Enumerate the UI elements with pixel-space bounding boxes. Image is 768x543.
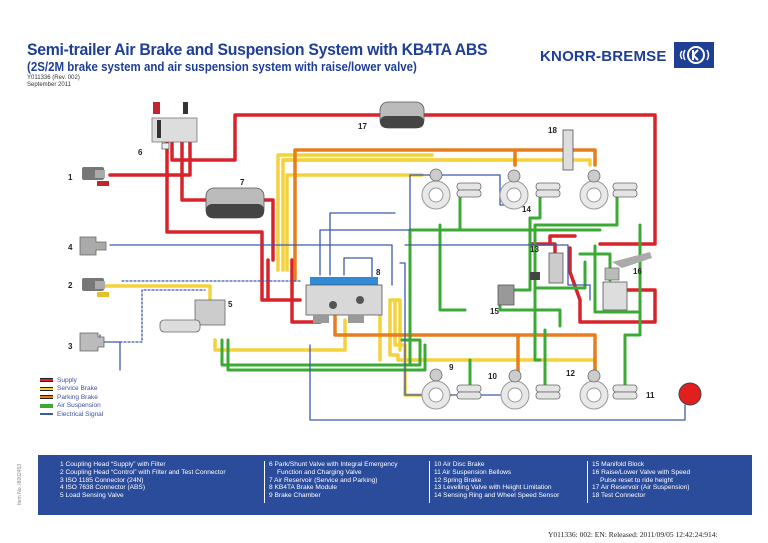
legend-supply: Supply	[40, 376, 103, 385]
callout-12: 12	[566, 369, 575, 378]
component-item: 8 KB4TA Brake Module	[269, 484, 338, 492]
legend-air-suspension: Air Suspension	[40, 402, 103, 411]
callout-10: 10	[488, 372, 497, 381]
component-item: 9 Brake Chamber	[269, 492, 321, 500]
callout-11: 11	[646, 391, 655, 400]
parking-brake-swatch	[40, 395, 53, 400]
air-reservoir-suspension-icon	[379, 101, 425, 129]
coupling-head-supply-icon	[82, 167, 109, 186]
air-suspension-swatch	[40, 403, 53, 408]
component-item: 13 Levelling Valve with Height Limitatio…	[434, 484, 552, 492]
coupling-head-control-icon	[82, 278, 109, 297]
warning-lamp-icon	[678, 382, 702, 406]
component-column-1: 1 Coupling Head “Supply” with Filter 2 C…	[60, 461, 226, 500]
kb4ta-brake-module-icon	[305, 277, 383, 323]
component-item: 1 Coupling Head “Supply” with Filter	[60, 461, 166, 468]
document-id: Y011336 (Rev. 002)	[27, 75, 80, 81]
component-item: 16 Raise/Lower Valve with Speed	[592, 468, 691, 476]
component-item: 2 Coupling Head “Control” with Filter an…	[60, 468, 226, 476]
callout-1: 1	[68, 173, 73, 182]
callout-8: 8	[376, 268, 381, 277]
component-item: 5 Load Sensing Valve	[60, 492, 124, 500]
air-suspension-lines	[220, 193, 642, 392]
component-item: 10 Air Disc Brake	[434, 461, 485, 468]
component-item: 18 Test Connector	[592, 492, 646, 500]
column-divider	[264, 461, 265, 503]
brand-name: KNORR-BREMSE	[540, 48, 667, 65]
callout-9: 9	[449, 363, 454, 372]
item-number: Item No. I8002453	[17, 463, 23, 505]
service-brake-swatch	[40, 386, 53, 391]
component-item: 11 Air Suspension Bellows	[434, 468, 512, 476]
component-column-2: 6 Park/Shunt Valve with Integral Emergen…	[264, 461, 398, 503]
component-item: 17 Air Reservoir (Air Suspension)	[592, 484, 690, 492]
callout-labels: 1 2 3 4 5 6 7 8 9 10 11 12 13 14 15 16 1…	[68, 122, 655, 400]
release-footer: Y011336: 002: EN: Released: 2011/09/05 1…	[548, 530, 718, 539]
component-item: 3 ISO 1185 Connector (24N)	[60, 476, 144, 484]
page-subtitle: (2S/2M brake system and air suspension s…	[27, 60, 417, 74]
iso-1185-connector-icon	[79, 332, 105, 352]
callout-17: 17	[358, 122, 367, 131]
component-item: 15 Manifold Block	[592, 461, 645, 468]
electrical-signal-lines	[99, 174, 686, 421]
column-divider	[429, 461, 430, 503]
document-date: September 2011	[27, 82, 71, 88]
supply-swatch	[40, 378, 53, 383]
component-item: 14 Sensing Ring and Wheel Speed Sensor	[434, 492, 560, 500]
electrical-signal-swatch	[40, 413, 53, 416]
iso-7638-connector-icon	[79, 236, 107, 256]
legend-parking-brake: Parking Brake	[40, 393, 103, 402]
callout-7: 7	[240, 178, 245, 187]
load-sensing-valve-icon	[159, 299, 226, 333]
callout-15: 15	[490, 307, 499, 316]
knorr-bremse-logo-icon	[674, 42, 714, 68]
callout-13: 13	[530, 245, 539, 254]
component-item-continued: Function and Charging Valve	[277, 468, 362, 476]
component-column-3: 10 Air Disc Brake 11 Air Suspension Bell…	[429, 461, 560, 503]
callout-18: 18	[548, 126, 557, 135]
component-item: 4 ISO 7638 Connector (ABS)	[60, 484, 146, 492]
component-item: 7 Air Reservoir (Service and Parking)	[269, 476, 378, 484]
callout-14: 14	[522, 205, 531, 214]
legend-service-brake: Service Brake	[40, 385, 103, 394]
callout-16: 16	[633, 267, 642, 276]
callout-5: 5	[228, 300, 233, 309]
manifold-block-icon	[497, 284, 515, 306]
component-item-continued: Pulse reset to ride height	[600, 476, 673, 484]
callout-4: 4	[68, 243, 73, 252]
component-item: 12 Spring Brake	[434, 476, 482, 484]
air-suspension-bellows	[456, 182, 638, 400]
callout-3: 3	[68, 342, 73, 351]
callout-6: 6	[138, 148, 143, 157]
raise-lower-valve-icon	[602, 252, 652, 311]
brake-chambers	[429, 168, 601, 383]
air-reservoir-service-icon	[205, 187, 265, 219]
page-title: Semi-trailer Air Brake and Suspension Sy…	[27, 40, 488, 59]
park-shunt-valve-icon	[151, 102, 198, 150]
callout-2: 2	[68, 281, 73, 290]
column-divider	[587, 461, 588, 503]
line-legend: Supply Service Brake Parking Brake Air S…	[40, 376, 103, 419]
legend-electrical-signal: Electrical Signal	[40, 410, 103, 419]
component-item: 6 Park/Shunt Valve with Integral Emergen…	[269, 461, 398, 468]
component-column-4: 15 Manifold Block 16 Raise/Lower Valve w…	[587, 461, 691, 503]
component-list-panel: 1 Coupling Head “Supply” with Filter 2 C…	[38, 455, 752, 515]
brake-system-diagram: 1 2 3 4 5 6 7 8 9 10 11 12 13 14 15 16 1…	[68, 101, 702, 421]
test-connector-icon	[562, 129, 574, 171]
levelling-valve-icon	[530, 252, 564, 284]
